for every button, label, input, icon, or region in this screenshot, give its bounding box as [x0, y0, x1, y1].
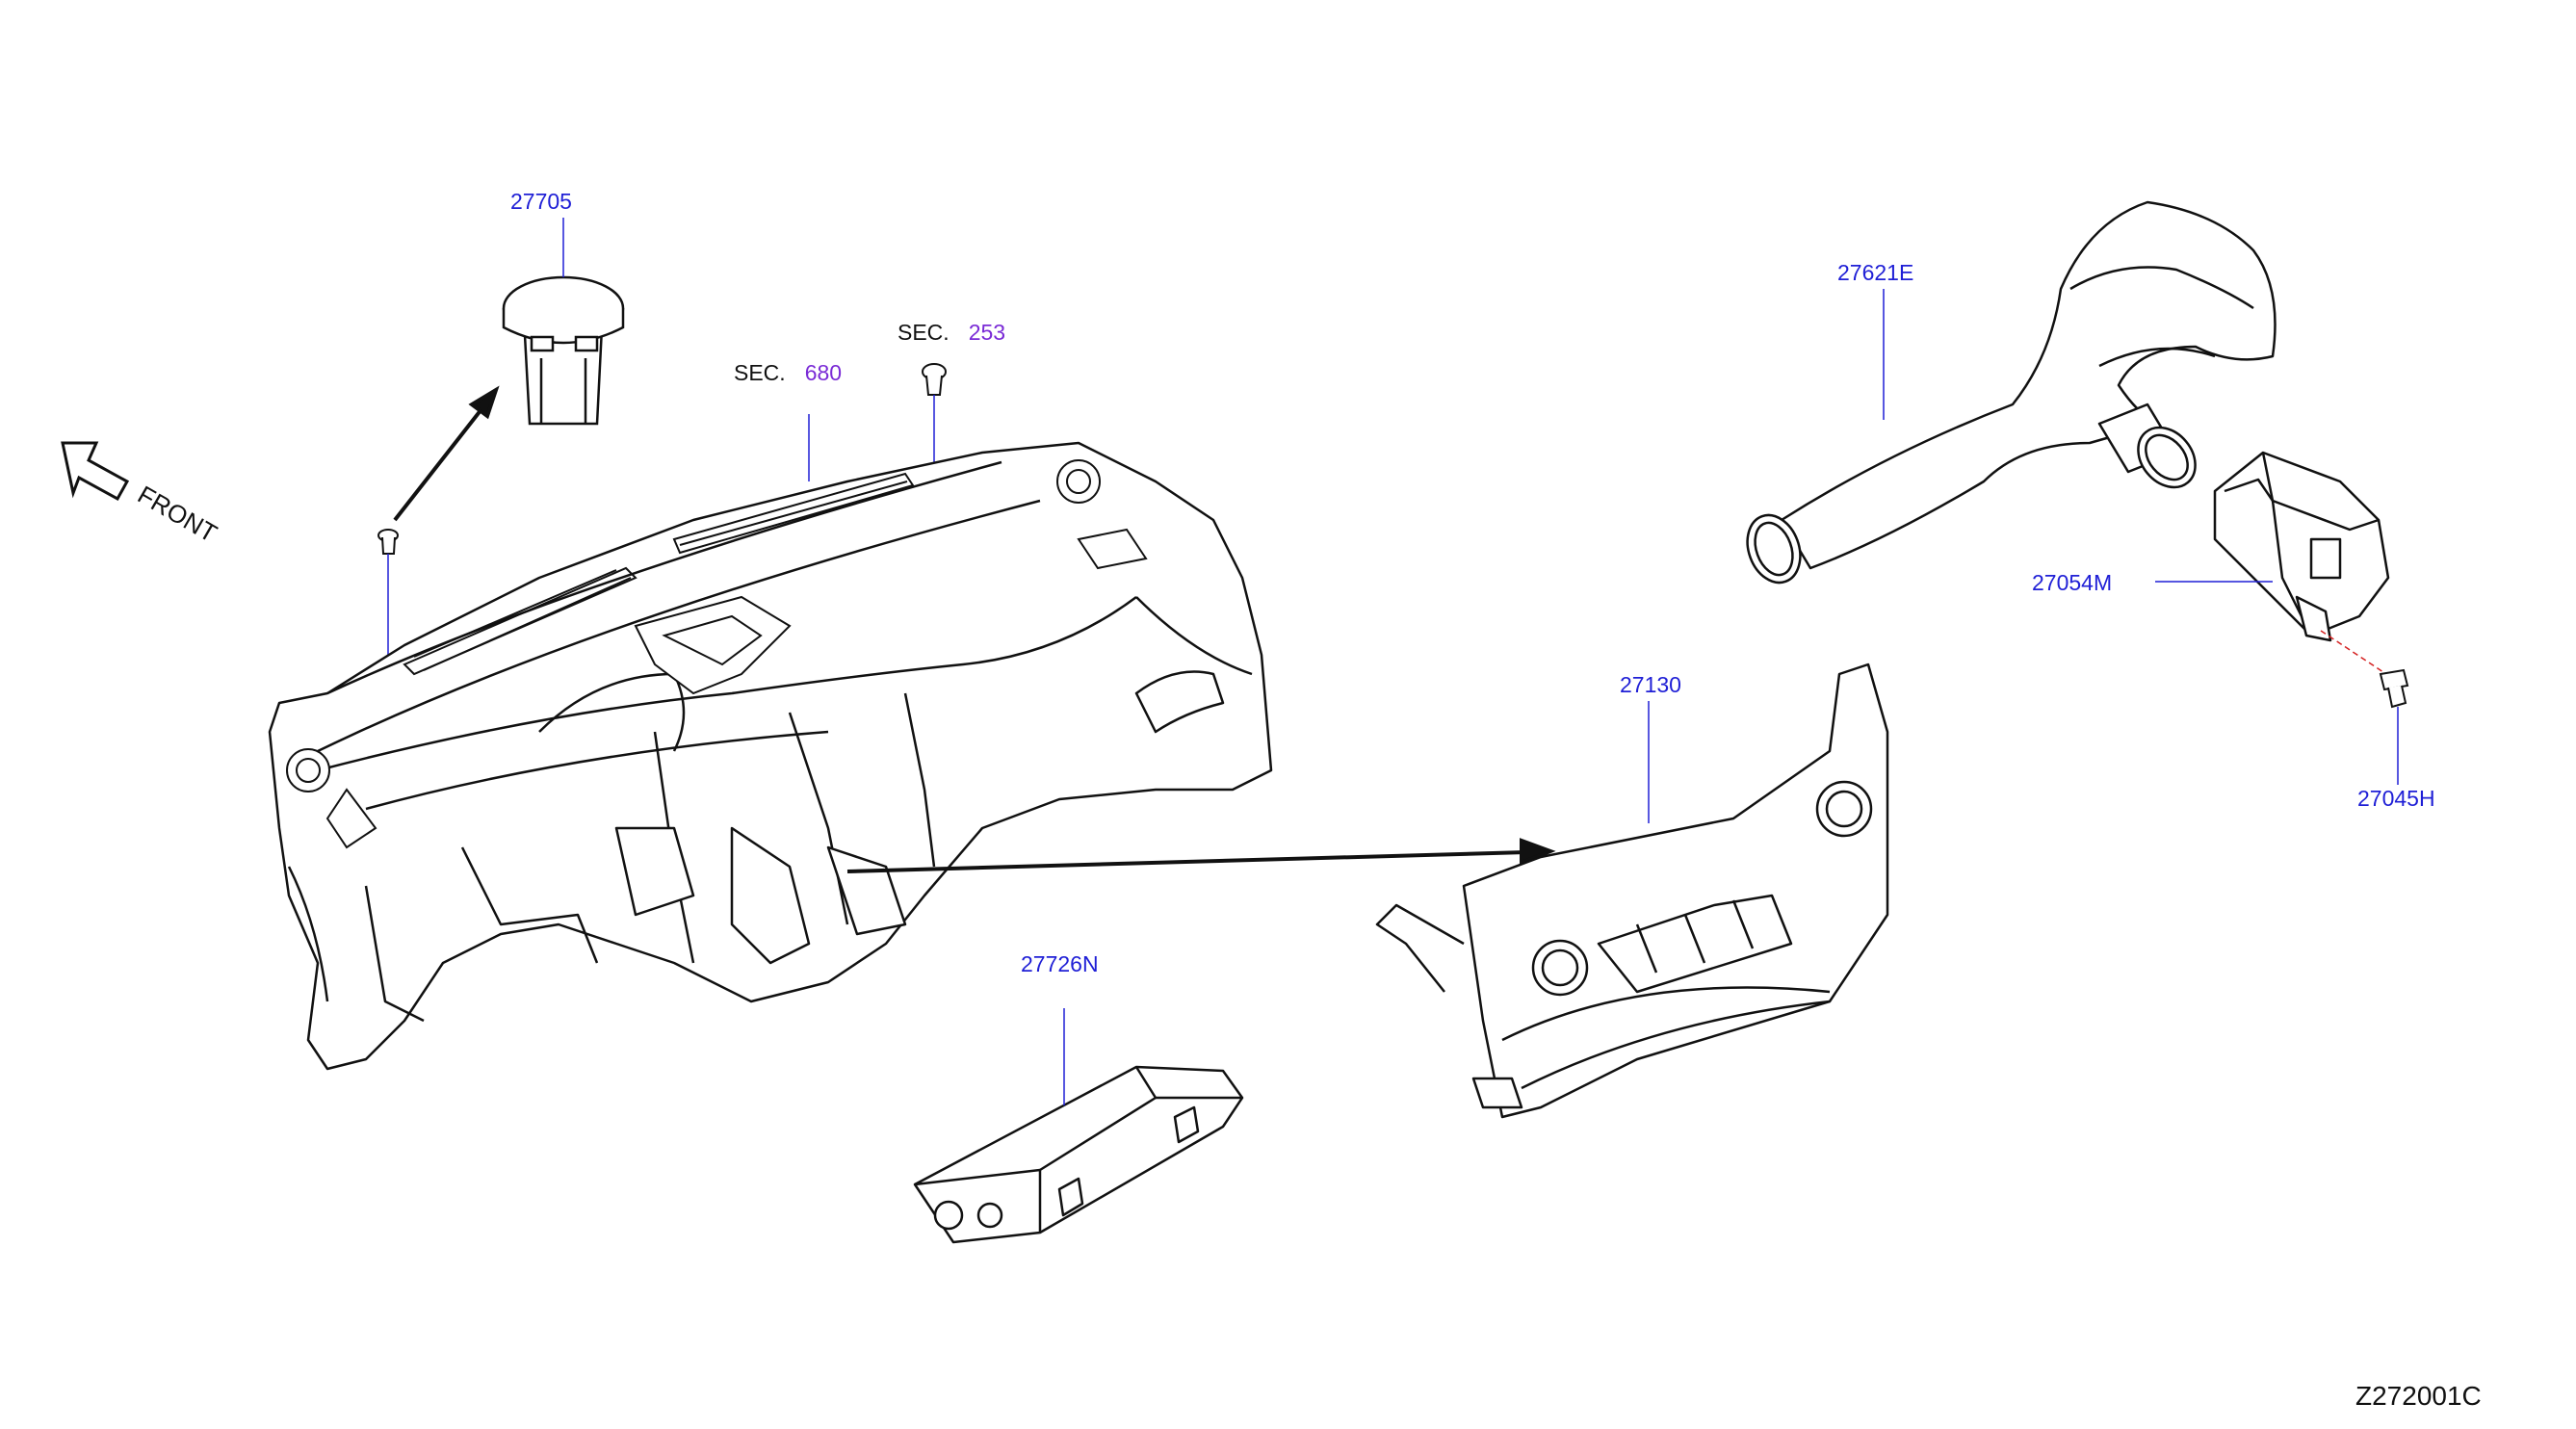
defroster-grille-right [672, 472, 915, 555]
module-27726n-drawing[interactable] [913, 1065, 1244, 1244]
callout-arrow-clip [393, 385, 500, 522]
part-label-27045h[interactable]: 27045H [2357, 786, 2435, 811]
diagram-reference-code: Z272001C [2355, 1381, 2482, 1411]
callout-arrow-controller [846, 838, 1556, 873]
screw-27045h-drawing[interactable] [2379, 668, 2409, 785]
side-vent-left-drawing [286, 748, 377, 849]
section-number-253[interactable]: 253 [968, 320, 1006, 345]
side-vent-right-drawing [1056, 459, 1148, 570]
hidden-line [2320, 630, 2387, 675]
part-label-27621e[interactable]: 27621E [1837, 260, 1914, 285]
defroster-grille-left [403, 566, 637, 676]
front-arrow-icon [61, 441, 130, 502]
part-label-27705[interactable]: 27705 [510, 189, 572, 214]
sensor-27054m-drawing[interactable] [2213, 451, 2390, 642]
section-number-680[interactable]: 680 [804, 360, 843, 385]
clip-27705-drawing[interactable] [502, 275, 625, 426]
part-label-27726n[interactable]: 27726N [1021, 951, 1099, 976]
ac-controller-27130-drawing[interactable] [1375, 663, 1889, 1119]
part-label-27054m[interactable]: 27054M [2032, 570, 2113, 595]
section-ref-253: SEC. 253 [898, 322, 1005, 344]
small-clip-drawing [377, 529, 399, 664]
instrument-panel-drawing[interactable] [268, 441, 1273, 1071]
clip-sec-253-drawing [922, 363, 947, 477]
section-ref-680: SEC. 680 [734, 362, 842, 384]
section-word: SEC. [734, 360, 786, 385]
center-vent-drawing [634, 595, 792, 695]
section-word: SEC. [898, 320, 950, 345]
part-label-27130[interactable]: 27130 [1620, 672, 1681, 697]
duct-27621e-drawing[interactable] [1738, 200, 2277, 590]
